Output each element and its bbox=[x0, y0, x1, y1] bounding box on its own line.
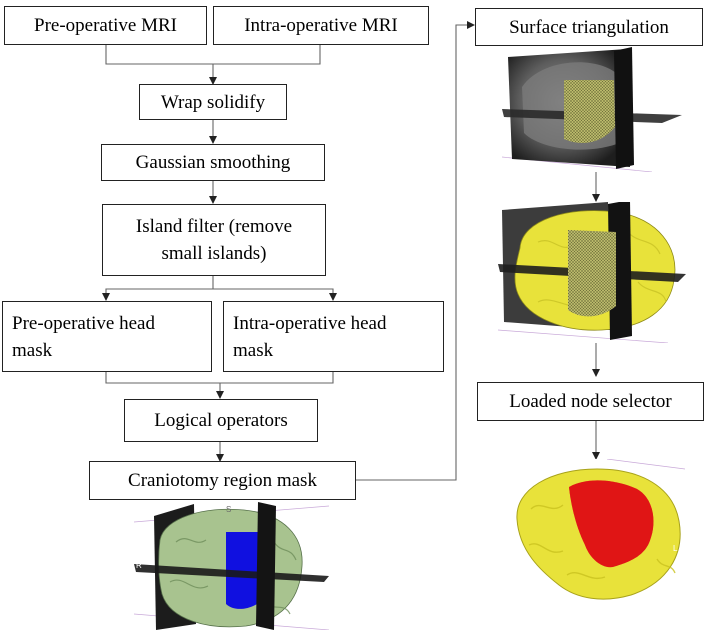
preop-head-mask-box: Pre-operative head mask bbox=[2, 301, 212, 372]
head-coronal-slice bbox=[256, 502, 276, 630]
connector-mask-merge bbox=[105, 372, 334, 384]
preop-mri-label: Pre-operative MRI bbox=[34, 15, 177, 36]
blue-craniotomy-region bbox=[226, 532, 262, 609]
connector-split-right bbox=[213, 288, 337, 301]
logical-operators-label: Logical operators bbox=[154, 410, 288, 431]
island-filter-label-line1: Island filter (remove bbox=[135, 216, 293, 237]
craniotomy-mask-label: Craniotomy region mask bbox=[128, 470, 317, 491]
preop-head-mask-label-line1: Pre-operative head bbox=[12, 312, 155, 334]
mri-coronal-slice bbox=[614, 47, 634, 169]
render-right-label: R bbox=[136, 561, 142, 570]
gaussian-smoothing-box: Gaussian smoothing bbox=[101, 144, 325, 181]
wrap-solidify-box: Wrap solidify bbox=[139, 84, 287, 120]
wrap-solidify-label: Wrap solidify bbox=[160, 91, 266, 113]
gaussian-smoothing-label: Gaussian smoothing bbox=[135, 152, 291, 173]
intraop-mri-box: Intra-operative MRI bbox=[213, 6, 429, 45]
surface-triangulation-box: Surface triangulation bbox=[475, 8, 703, 46]
preop-mri-box: Pre-operative MRI bbox=[4, 6, 207, 45]
preop-head-mask-label-line2: mask bbox=[12, 339, 53, 361]
intraop-mri-label: Intra-operative MRI bbox=[244, 15, 398, 36]
craniotomy-mask-box: Craniotomy region mask bbox=[89, 461, 356, 500]
brain-surface-render bbox=[498, 202, 686, 343]
connector-split bbox=[102, 276, 214, 301]
island-filter-box: Island filter (remove small islands) bbox=[102, 204, 326, 276]
loaded-nodes-render: L bbox=[507, 459, 685, 605]
craniotomy-mask-render: S R bbox=[134, 502, 329, 630]
loaded-node-selector-box: Loaded node selector bbox=[477, 382, 704, 421]
intraop-head-mask-label-line1: Intra-operative head bbox=[233, 312, 387, 334]
render-left-label: L bbox=[673, 544, 678, 553]
surface-triangulation-render bbox=[502, 47, 682, 172]
head-axial-slice bbox=[134, 564, 329, 582]
connector-to-surface-triangulation bbox=[356, 21, 475, 481]
connector-mri-merge bbox=[105, 45, 321, 65]
intraop-head-mask-label-line2: mask bbox=[233, 339, 274, 361]
loaded-node-selector-label: Loaded node selector bbox=[509, 391, 672, 412]
logical-operators-box: Logical operators bbox=[124, 399, 318, 442]
surface-triangulation-label: Surface triangulation bbox=[509, 16, 669, 38]
intraop-head-mask-box: Intra-operative head mask bbox=[223, 301, 444, 372]
render-superior-label: S bbox=[226, 505, 231, 514]
island-filter-label-line2: small islands) bbox=[161, 243, 267, 264]
